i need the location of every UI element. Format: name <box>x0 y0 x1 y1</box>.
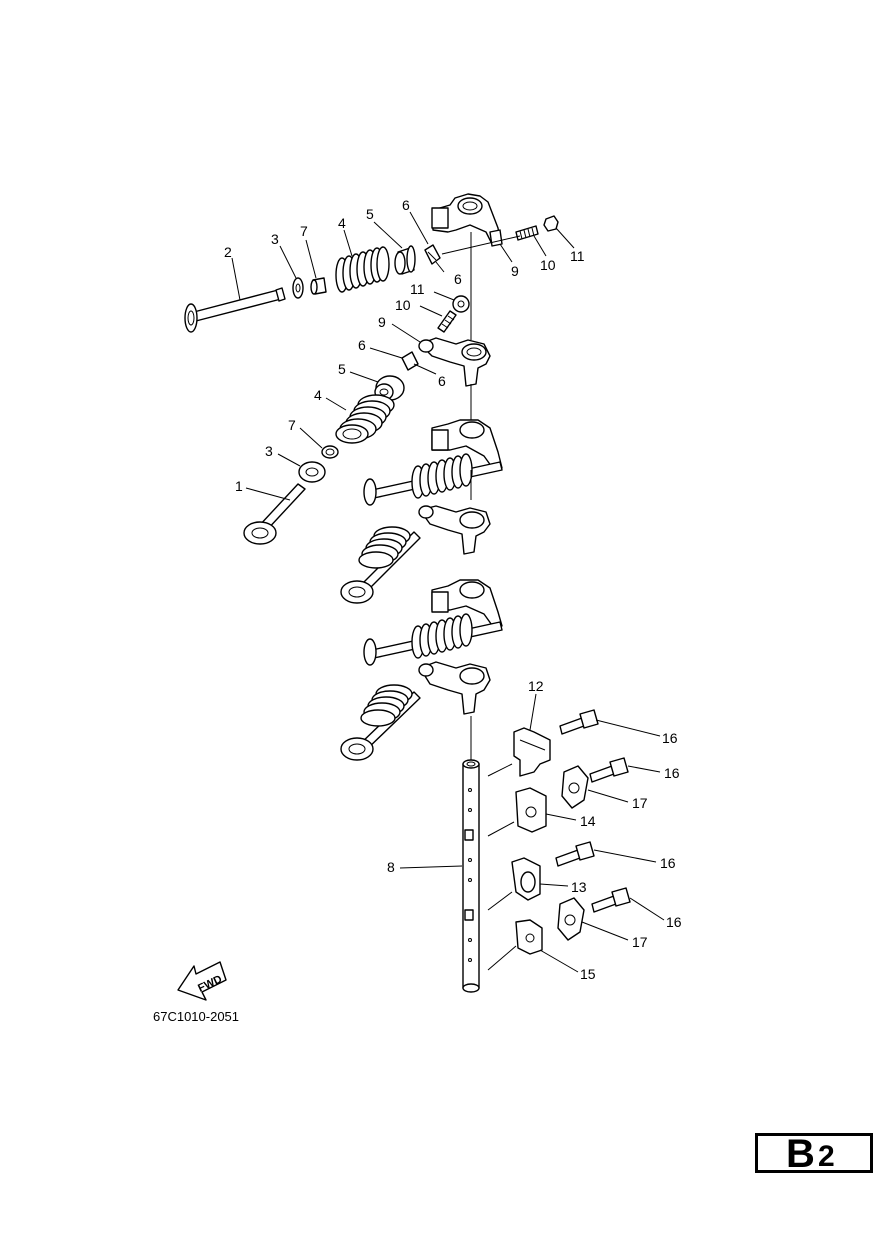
shaft-bracket-15 <box>515 919 543 955</box>
callout-6: 6 <box>438 373 446 389</box>
spring-retainer-5-middle <box>374 375 405 401</box>
callout-5: 5 <box>366 206 374 222</box>
callout-7: 7 <box>300 223 308 239</box>
cotter-6-upper <box>424 244 441 265</box>
lock-nut-11-upper <box>543 215 559 232</box>
rocker-arm-middle <box>418 337 491 387</box>
callout-16: 16 <box>660 855 676 871</box>
callout-6: 6 <box>454 271 462 287</box>
callout-6: 6 <box>402 197 410 213</box>
callout-9: 9 <box>511 263 519 279</box>
valve-2 <box>184 287 286 333</box>
callout-6: 6 <box>358 337 366 353</box>
callout-10: 10 <box>395 297 411 313</box>
callout-11: 11 <box>410 281 425 297</box>
callout-1: 1 <box>235 478 243 494</box>
callout-3: 3 <box>265 443 273 459</box>
plate-17-lower <box>557 897 585 941</box>
assembled-set-a <box>363 419 503 506</box>
assembled-sets <box>340 419 503 761</box>
shaft-bracket-13 <box>511 857 541 901</box>
callout-17: 17 <box>632 934 648 950</box>
bolt-16-d <box>591 887 631 913</box>
bolt-16-a <box>559 709 599 735</box>
assembled-set-d <box>340 661 491 761</box>
spring-4-middle <box>335 394 395 444</box>
callout-2: 2 <box>224 244 232 260</box>
bolt-16-b <box>589 757 629 783</box>
page-index-letter: B <box>786 1132 815 1176</box>
spring-4-upper <box>335 246 390 293</box>
page-index-number: 2 <box>818 1140 835 1173</box>
rocker-shaft-8 <box>462 759 480 993</box>
shaft-brackets <box>487 709 631 971</box>
cotter-6-middle <box>401 351 419 371</box>
callout-4: 4 <box>314 387 322 403</box>
adjust-screw-10-middle <box>437 310 457 333</box>
leader-lines <box>231 211 665 973</box>
callout-7: 7 <box>288 417 296 433</box>
drawing-code: 67C1010-2051 <box>153 1009 239 1024</box>
callout-15: 15 <box>580 966 596 982</box>
callout-9: 9 <box>378 314 386 330</box>
shaft-bracket-12 <box>513 727 551 777</box>
callout-16: 16 <box>664 765 680 781</box>
assembled-set-c <box>363 579 503 666</box>
callout-17: 17 <box>632 795 648 811</box>
callout-13: 13 <box>571 879 587 895</box>
callout-11: 11 <box>570 248 585 264</box>
callout-16: 16 <box>662 730 678 746</box>
fwd-arrow-icon: FWD <box>177 961 227 1001</box>
callout-3: 3 <box>271 231 279 247</box>
shaft-bracket-14 <box>515 787 547 833</box>
bolt-16-c <box>555 841 595 867</box>
retainer-3-upper <box>292 277 304 299</box>
upper-valve-assembly <box>184 193 559 340</box>
seat-washer-3-middle <box>298 461 326 483</box>
callout-16: 16 <box>666 914 682 930</box>
callout-12: 12 <box>528 678 544 694</box>
seal-7-upper <box>310 277 327 295</box>
callout-14: 14 <box>580 813 596 829</box>
adjust-screw-10-upper <box>515 225 539 241</box>
spring-retainer-5-upper <box>394 245 416 275</box>
middle-valve-assembly <box>243 295 491 545</box>
lock-nut-11-middle <box>452 295 470 313</box>
page-index-tag: B 2 <box>755 1132 873 1176</box>
callout-5: 5 <box>338 361 346 377</box>
rocker-arm-upper <box>431 193 503 247</box>
callout-4: 4 <box>338 215 346 231</box>
callout-labels: 2 3 7 4 5 6 6 9 10 11 11 10 9 6 6 5 4 7 … <box>224 197 682 982</box>
valve-1 <box>243 483 306 545</box>
plate-17-upper <box>561 765 589 809</box>
seal-7-middle <box>321 445 339 459</box>
assembled-set-b <box>340 505 491 604</box>
callout-10: 10 <box>540 257 556 273</box>
callout-8: 8 <box>387 859 395 875</box>
